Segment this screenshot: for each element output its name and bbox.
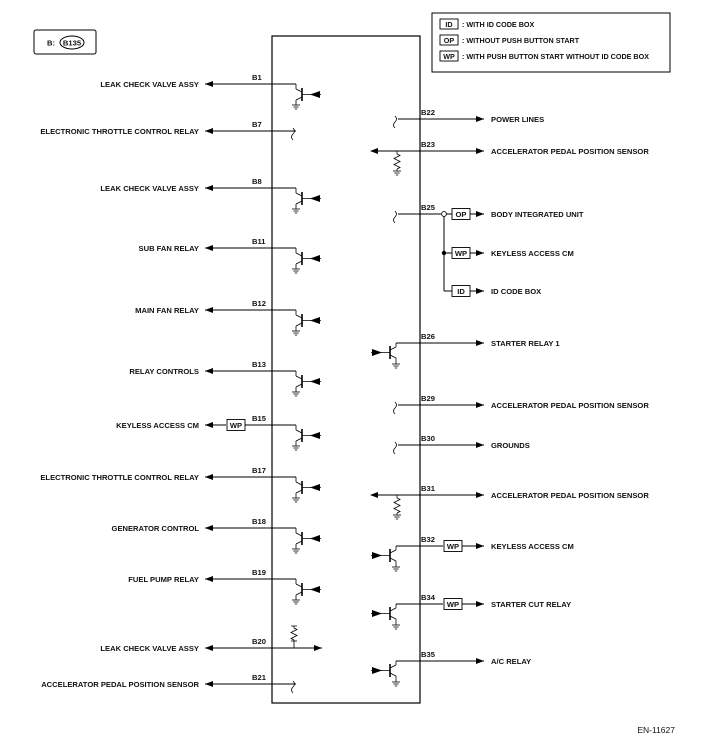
right-pin-number: B22	[421, 108, 435, 117]
right-pin-number: B26	[421, 332, 435, 341]
right-pin-number: B35	[421, 650, 436, 659]
left-pin-label: ACCELERATOR PEDAL POSITION SENSOR	[41, 680, 199, 689]
left-pin-label: LEAK CHECK VALVE ASSY	[100, 184, 199, 193]
right-pin-b23: ACCELERATOR PEDAL POSITION SENSOR B23	[370, 140, 649, 176]
left-pin-label: LEAK CHECK VALVE ASSY	[100, 644, 199, 653]
legend-code-id: ID	[445, 20, 452, 29]
left-pin-b20: LEAK CHECK VALVE ASSY B20	[100, 625, 322, 653]
left-pin-b13: RELAY CONTROLS B13	[129, 360, 321, 397]
right-pin-number: B32	[421, 535, 435, 544]
legend-code-wp: WP	[443, 52, 455, 61]
right-pin-label: KEYLESS ACCESS CM	[491, 542, 574, 551]
right-pin-label: STARTER RELAY 1	[491, 339, 560, 348]
left-pin-label: LEAK CHECK VALVE ASSY	[100, 80, 199, 89]
right-pin-branch-id-code-box: ID CODE BOX ID	[444, 285, 541, 297]
left-pin-number: B15	[252, 414, 267, 423]
right-pin-number: B23	[421, 140, 435, 149]
right-pin-number: B31	[421, 484, 436, 493]
legend-code-op: OP	[444, 36, 455, 45]
left-pin-b1: LEAK CHECK VALVE ASSY B1	[100, 73, 321, 110]
right-pin-label: ID CODE BOX	[491, 287, 541, 296]
ecm-box	[271, 35, 421, 704]
right-pin-b31: ACCELERATOR PEDAL POSITION SENSOR B31	[370, 484, 649, 520]
left-pin-number: B20	[252, 637, 266, 646]
left-pin-label: KEYLESS ACCESS CM	[116, 421, 199, 430]
right-pin-label: KEYLESS ACCESS CM	[491, 249, 574, 258]
right-pin-tag: WP	[455, 249, 467, 258]
right-pin-label: ACCELERATOR PEDAL POSITION SENSOR	[491, 401, 649, 410]
left-pin-number: B19	[252, 568, 266, 577]
left-pin-number: B18	[252, 517, 266, 526]
left-pin-number: B11	[252, 237, 266, 246]
right-pin-tag: OP	[456, 210, 467, 219]
left-pin-b18: GENERATOR CONTROL B18	[112, 517, 321, 554]
right-pin-number: B34	[421, 593, 436, 602]
right-pin-b30: GROUNDS B30	[393, 434, 530, 455]
right-pin-label: A/C RELAY	[491, 657, 531, 666]
left-pin-b12: MAIN FAN RELAY B12	[135, 299, 321, 336]
left-pin-number: B8	[252, 177, 262, 186]
legend: ID : WITH ID CODE BOX OP : WITHOUT PUSH …	[431, 12, 671, 73]
right-pin-b22: POWER LINES B22	[393, 108, 544, 129]
left-pin-number: B7	[252, 120, 262, 129]
left-pin-number: B1	[252, 73, 262, 82]
left-pin-number: B21	[252, 673, 267, 682]
diagram-code: EN-11627	[637, 725, 675, 735]
legend-text-op: : WITHOUT PUSH BUTTON START	[462, 36, 580, 45]
connector-tag: B: B135	[33, 29, 97, 55]
right-pin-number: B25	[421, 203, 436, 212]
right-pin-tag: WP	[447, 600, 459, 609]
left-pin-label: ELECTRONIC THROTTLE CONTROL RELAY	[40, 473, 199, 482]
left-pin-number: B12	[252, 299, 266, 308]
right-pin-b35: A/C RELAY B35	[371, 650, 531, 687]
legend-text-id: : WITH ID CODE BOX	[462, 20, 534, 29]
left-pin-label: ELECTRONIC THROTTLE CONTROL RELAY	[40, 127, 199, 136]
left-pin-b21: ACCELERATOR PEDAL POSITION SENSOR B21	[41, 673, 296, 694]
left-pin-label: SUB FAN RELAY	[139, 244, 199, 253]
left-pin-b7: ELECTRONIC THROTTLE CONTROL RELAY B7	[40, 120, 296, 141]
left-pin-label: RELAY CONTROLS	[129, 367, 199, 376]
right-pin-branch-keyless-access-cm: KEYLESS ACCESS CM WP	[441, 247, 574, 259]
right-pin-tag: ID	[457, 287, 465, 296]
right-pin-label: POWER LINES	[491, 115, 544, 124]
right-pin-label: BODY INTEGRATED UNIT	[491, 210, 584, 219]
right-pin-label: GROUNDS	[491, 441, 530, 450]
connector-code: B135	[63, 39, 82, 48]
left-pin-label: FUEL PUMP RELAY	[128, 575, 199, 584]
legend-text-wp: : WITH PUSH BUTTON START WITHOUT ID CODE…	[462, 52, 649, 61]
left-pin-b8: LEAK CHECK VALVE ASSY B8	[100, 177, 321, 214]
left-pin-b17: ELECTRONIC THROTTLE CONTROL RELAY B17	[40, 466, 321, 503]
connector-prefix: B:	[47, 39, 55, 48]
left-pin-tag: WP	[230, 421, 242, 430]
left-pin-number: B17	[252, 466, 266, 475]
right-pin-number: B30	[421, 434, 435, 443]
left-pin-number: B13	[252, 360, 266, 369]
left-pin-label: MAIN FAN RELAY	[135, 306, 199, 315]
right-pin-tag: WP	[447, 542, 459, 551]
left-pin-b19: FUEL PUMP RELAY B19	[128, 568, 321, 605]
right-pin-label: ACCELERATOR PEDAL POSITION SENSOR	[491, 147, 649, 156]
right-pin-b29: ACCELERATOR PEDAL POSITION SENSOR B29	[393, 394, 649, 415]
right-pin-label: STARTER CUT RELAY	[491, 600, 571, 609]
left-pin-b11: SUB FAN RELAY B11	[139, 237, 321, 274]
right-pin-number: B29	[421, 394, 435, 403]
left-pin-label: GENERATOR CONTROL	[112, 524, 200, 533]
right-pin-b26: STARTER RELAY 1 B26	[371, 332, 560, 369]
right-pin-label: ACCELERATOR PEDAL POSITION SENSOR	[491, 491, 649, 500]
